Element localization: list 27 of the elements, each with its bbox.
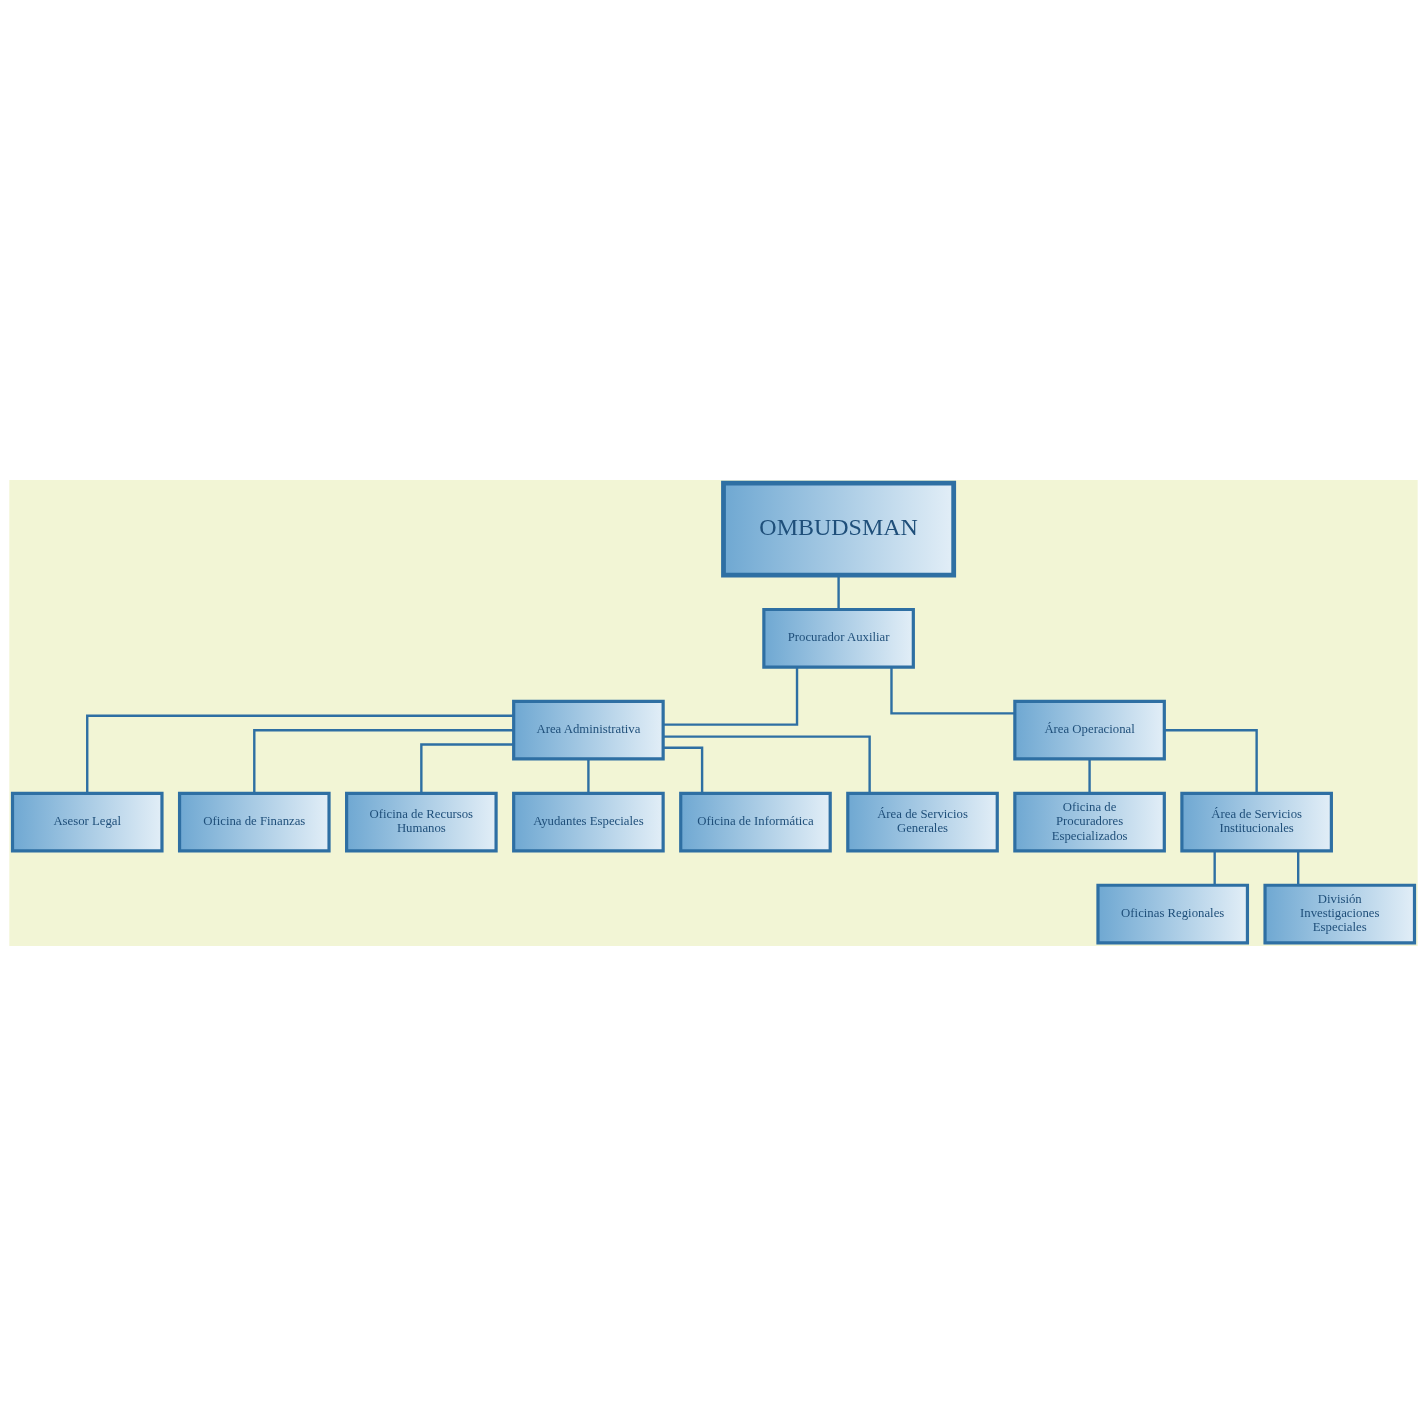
node-box: Asesor Legal <box>10 791 164 853</box>
connector <box>663 746 704 794</box>
node-box: Oficinas Regionales <box>1096 883 1250 945</box>
connector <box>663 667 799 726</box>
node-box: OMBUDSMAN <box>721 480 957 578</box>
node-box: Procurador Auxiliar <box>762 607 915 669</box>
node-box: Area Administrativa <box>512 699 665 761</box>
node-box: Oficina de Procuradores Especializados <box>1013 791 1166 853</box>
node-box: Área de Servicios Generales <box>846 791 999 853</box>
node-box: División Investigaciones Especiales <box>1263 883 1417 945</box>
connector <box>1297 850 1300 885</box>
node-box: Ayudantes Especiales <box>512 791 665 853</box>
connector <box>420 743 514 794</box>
node-box: Oficina de Recursos Humanos <box>345 791 498 853</box>
connector <box>837 575 840 610</box>
connector <box>587 759 590 794</box>
connector <box>253 729 514 794</box>
node-box: Oficina de Finanzas <box>177 791 331 853</box>
connector <box>890 667 1015 715</box>
connector <box>663 735 871 794</box>
node-box: Oficina de Informática <box>679 791 832 853</box>
connector <box>1213 850 1216 885</box>
connector <box>1088 759 1091 794</box>
node-box: Área Operacional <box>1013 699 1166 761</box>
node-box: Área de Servicios Institucionales <box>1180 791 1333 853</box>
connector <box>86 714 514 794</box>
connector <box>1164 729 1258 794</box>
